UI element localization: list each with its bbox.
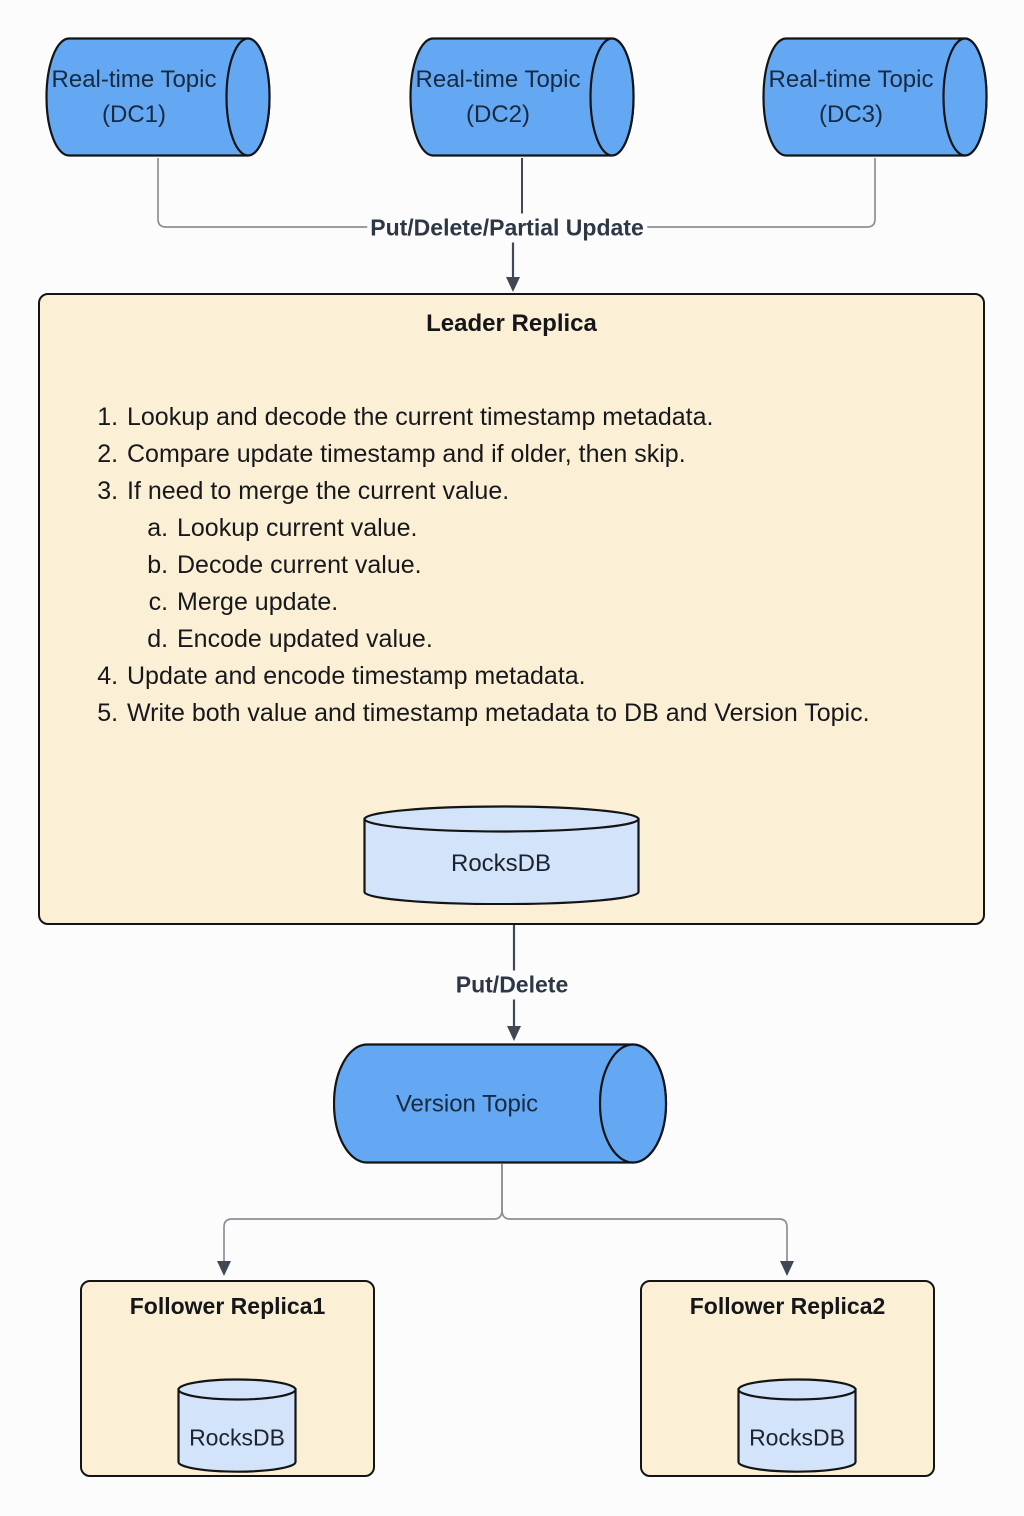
step-item: Write both value and timestamp metadata … (125, 695, 895, 732)
leader-steps-list: Lookup and decode the current timestamp … (95, 399, 895, 732)
version-topic-label: Version Topic (395, 1090, 539, 1118)
topic-name: Real-time Topic (51, 66, 217, 93)
step-text: If need to merge the current value. (127, 477, 510, 505)
topic-name: Real-time Topic (415, 66, 581, 93)
follower-replica2-title: Follower Replica2 (689, 1293, 886, 1319)
ingest-edge-label: Put/Delete/Partial Update (367, 213, 647, 243)
follower1-rocksdb-label: RocksDB (189, 1424, 285, 1451)
realtime-topic-dc3-cylinder (762, 37, 988, 157)
put-delete-edge-label: Put/Delete (452, 970, 572, 1000)
topic-dc: (DC1) (101, 101, 166, 128)
edge-version-to-follower1 (223, 1164, 503, 1261)
step-item: If need to merge the current value. Look… (125, 473, 895, 658)
substep-item: Decode current value. (175, 547, 895, 584)
realtime-topic-dc2-label: Real-time Topic (DC2) (416, 62, 581, 132)
realtime-topic-dc3-label: Real-time Topic (DC3) (769, 62, 934, 132)
leader-replica-title: Leader Replica (426, 310, 597, 337)
follower1-rocksdb-cylinder (177, 1378, 297, 1473)
leader-rocksdb-label: RocksDB (450, 850, 552, 877)
substep-item: Encode updated value. (175, 621, 895, 658)
substep-item: Merge update. (175, 584, 895, 621)
leader-rocksdb-cylinder (363, 805, 640, 905)
follower2-rocksdb-label: RocksDB (749, 1424, 845, 1451)
arrowhead-into-leader (506, 277, 520, 292)
step-item: Compare update timestamp and if older, t… (125, 436, 895, 473)
topic-dc: (DC3) (818, 101, 883, 128)
step-item: Update and encode timestamp metadata. (125, 658, 895, 695)
steps-ordered-list: Lookup and decode the current timestamp … (95, 399, 895, 732)
arrowhead-into-version-topic (507, 1026, 521, 1041)
topic-name: Real-time Topic (768, 66, 934, 93)
step-item: Lookup and decode the current timestamp … (125, 399, 895, 436)
realtime-topic-dc1-label: Real-time Topic (DC1) (52, 62, 217, 132)
arrowhead-into-follower2 (780, 1261, 794, 1276)
follower-replica1-title: Follower Replica1 (129, 1293, 326, 1319)
follower2-rocksdb-cylinder (737, 1378, 857, 1473)
substep-item: Lookup current value. (175, 510, 895, 547)
realtime-topic-dc2-cylinder (409, 37, 635, 157)
topic-dc: (DC2) (465, 101, 530, 128)
realtime-topic-dc1-cylinder (45, 37, 271, 157)
arrowhead-into-follower1 (217, 1261, 231, 1276)
follower-replica2-box (640, 1280, 935, 1477)
substeps-ordered-list: Lookup current value. Decode current val… (127, 510, 895, 658)
version-topic-cylinder (333, 1043, 668, 1164)
edge-version-to-follower2 (501, 1164, 788, 1261)
